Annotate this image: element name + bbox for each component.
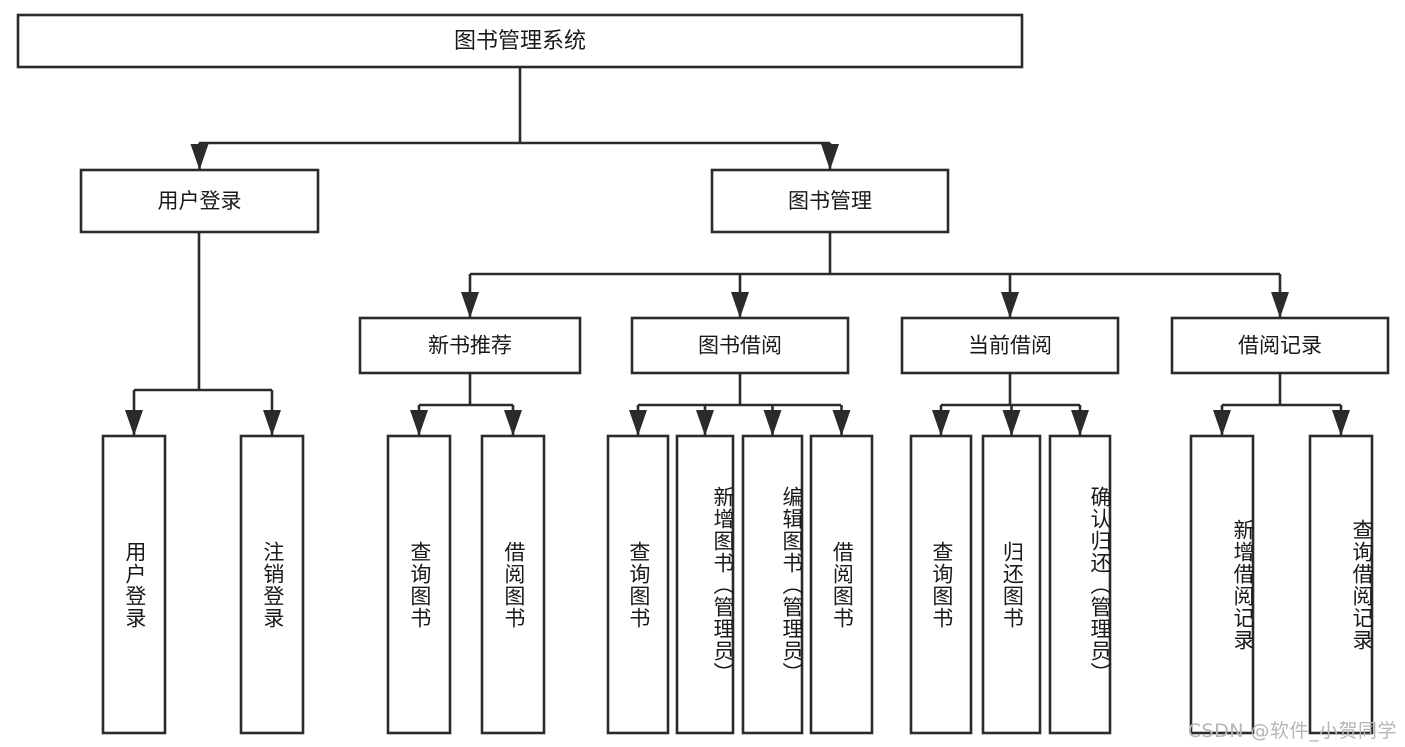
connector-group-bus-book-manage [470,232,1280,276]
arrow-head-icon [1001,292,1019,318]
arrow-head-icon [125,410,143,436]
connector-group-bus-book-borrow [638,373,841,407]
node-label-book-manage: 图书管理 [788,189,872,213]
arrow-head-icon [696,410,714,436]
node-box-add-book[interactable] [675,434,735,735]
node-box-user-login-do[interactable] [101,434,167,735]
connector-book-manage-to-borrow-record [1271,274,1289,318]
connector-group-bus-user-login [134,232,272,392]
arrow-head-icon [821,144,839,170]
node-box-book-borrow[interactable] [630,316,850,375]
connector-user-login-to-user-logout [263,390,281,436]
arrow-head-icon [1002,410,1021,436]
node-box-root[interactable] [16,13,1024,69]
connector-layer [125,67,1350,436]
arrow-head-icon [763,410,782,436]
connector-current-borrow-to-return-book [1002,405,1021,436]
node-box-borrow-record[interactable] [1170,316,1390,375]
connector-current-borrow-to-query-book-3 [932,405,950,436]
node-label-book-borrow: 图书借阅 [698,334,782,358]
node-label-user-login: 用户登录 [158,189,242,213]
arrow-head-icon [263,410,281,436]
connector-book-borrow-to-borrow-book-2 [832,405,851,436]
node-box-query-book-3[interactable] [909,434,973,735]
connector-user-login-to-user-login-do [125,390,143,436]
connector-new-book-recommend-to-borrow-book-1 [504,405,522,436]
arrow-head-icon [1332,410,1350,436]
node-box-borrow-book-1[interactable] [480,434,546,735]
node-label-current-borrow: 当前借阅 [968,334,1052,358]
node-box-user-logout[interactable] [239,434,305,735]
arrow-head-icon [832,410,851,436]
connector-current-borrow-to-confirm-return [1071,405,1089,436]
connector-group-bus-borrow-record [1222,373,1341,407]
node-box-query-borrow-record[interactable] [1308,434,1374,735]
connector-group-bus-current-borrow [941,373,1080,407]
connector-root-to-user-login [190,143,209,170]
connector-group-bus-root [199,67,830,145]
connector-group-bus-new-book [419,373,513,407]
node-box-edit-book[interactable] [741,434,804,735]
arrow-head-icon [1271,292,1289,318]
connector-book-borrow-to-edit-book [763,405,782,436]
arrow-head-icon [1071,410,1089,436]
node-box-query-book-2[interactable] [606,434,670,735]
box-layer [16,13,1390,735]
connector-book-manage-to-current-borrow [1001,274,1019,318]
node-label-borrow-record: 借阅记录 [1238,334,1322,358]
connector-book-borrow-to-query-book-2 [629,405,647,436]
node-box-current-borrow[interactable] [900,316,1120,375]
node-label-root: 图书管理系统 [454,29,586,54]
connector-book-manage-to-new-book-recommend [461,274,479,318]
arrow-head-icon [932,410,950,436]
arrow-head-icon [731,292,749,318]
node-box-add-borrow-record[interactable] [1189,434,1255,735]
node-label-new-book-recommend: 新书推荐 [428,334,512,358]
node-box-return-book[interactable] [981,434,1042,735]
node-box-borrow-book-2[interactable] [809,434,874,735]
node-box-new-book-recommend[interactable] [358,316,582,375]
connector-new-book-recommend-to-query-book-1 [410,405,428,436]
arrow-head-icon [190,144,209,170]
arrow-head-icon [1213,410,1231,436]
connector-book-borrow-to-add-book [696,405,714,436]
connector-root-to-book-manage [821,143,839,170]
node-box-user-login[interactable] [79,168,320,234]
node-box-confirm-return[interactable] [1048,434,1112,735]
watermark: CSDN @软件_小贺同学 [1187,720,1397,742]
connector-borrow-record-to-query-borrow-record [1332,405,1350,436]
arrow-head-icon [410,410,428,436]
arrow-head-icon [461,292,479,318]
arrow-head-icon [629,410,647,436]
node-box-book-manage[interactable] [710,168,950,234]
connector-borrow-record-to-add-borrow-record [1213,405,1231,436]
arrow-head-icon [504,410,522,436]
connector-book-manage-to-book-borrow [731,274,749,318]
node-box-query-book-1[interactable] [386,434,452,735]
